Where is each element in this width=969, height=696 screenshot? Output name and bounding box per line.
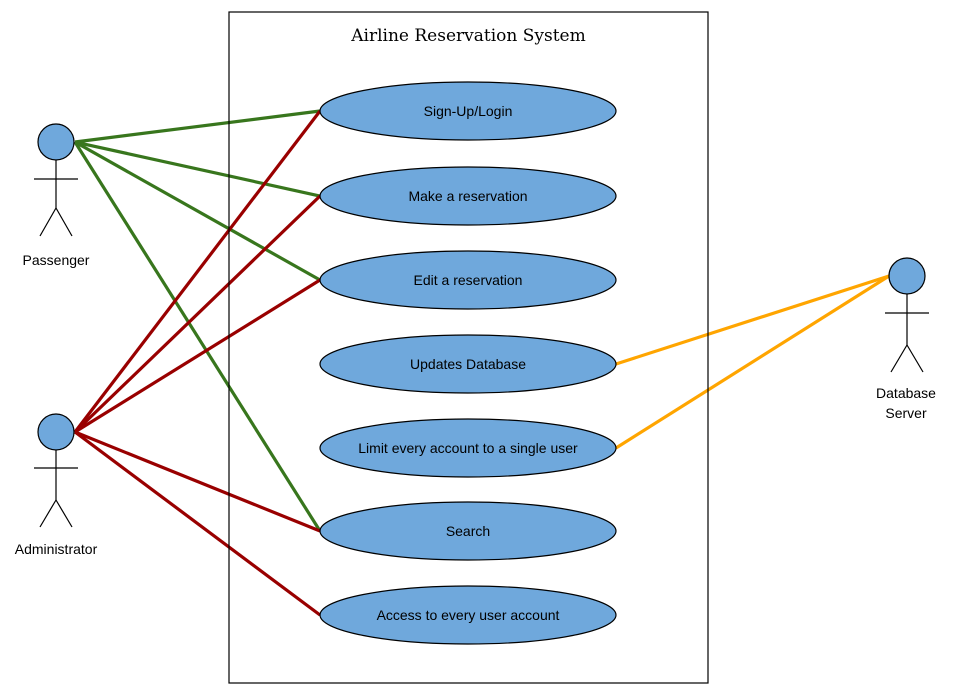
use-case-edit-reservation[interactable]: Edit a reservation xyxy=(319,250,617,310)
use-case-ellipse xyxy=(319,501,617,561)
actor-label-line2: Server xyxy=(885,405,927,421)
use-case-ellipse xyxy=(319,250,617,310)
use-case-limit-account[interactable]: Limit every account to a single user xyxy=(319,418,617,478)
actor-label: Administrator xyxy=(15,541,98,557)
use-case-label: Updates Database xyxy=(410,356,526,372)
system-boundary xyxy=(228,11,709,684)
use-case-ellipse xyxy=(319,81,617,141)
use-case-search[interactable]: Search xyxy=(319,501,617,561)
assoc-administrator-edit-reservation xyxy=(74,278,321,434)
use-case-ellipse xyxy=(319,585,617,645)
assoc-passenger-edit-reservation xyxy=(74,140,321,282)
stick-figure-icon xyxy=(885,257,929,373)
stick-figure-icon xyxy=(34,123,78,237)
use-case-updates-database[interactable]: Updates Database xyxy=(319,334,617,394)
assoc-administrator-signup xyxy=(73,110,322,433)
assoc-passenger-make-reservation xyxy=(74,140,321,198)
use-case-label: Edit a reservation xyxy=(414,272,523,288)
actor-administrator[interactable]: Administrator xyxy=(15,413,98,557)
stick-figure-icon xyxy=(34,413,78,528)
actor-label: Passenger xyxy=(23,252,90,268)
use-case-label: Sign-Up/Login xyxy=(424,103,513,119)
actor-label-line1: Database xyxy=(876,385,936,401)
use-case-access-accounts[interactable]: Access to every user account xyxy=(319,585,617,645)
use-case-signup-login[interactable]: Sign-Up/Login xyxy=(319,81,617,141)
use-case-ellipse xyxy=(319,418,617,478)
actor-passenger[interactable]: Passenger xyxy=(23,123,90,268)
assoc-administrator-search xyxy=(74,430,321,533)
use-case-make-reservation[interactable]: Make a reservation xyxy=(319,166,617,226)
use-case-label: Access to every user account xyxy=(377,607,560,623)
assoc-administrator-make-reservation xyxy=(73,194,322,434)
actor-database-server[interactable]: Database Server xyxy=(876,257,936,421)
assoc-database-limit-account xyxy=(615,274,890,450)
use-case-label: Search xyxy=(446,523,490,539)
assoc-administrator-access-accounts xyxy=(74,430,321,617)
use-case-ellipse xyxy=(319,166,617,226)
use-case-label: Limit every account to a single user xyxy=(358,440,578,456)
use-case-ellipse xyxy=(319,334,617,394)
assoc-passenger-signup xyxy=(74,109,321,144)
association-lines xyxy=(73,109,890,617)
use-case-label: Make a reservation xyxy=(408,188,527,204)
assoc-passenger-search xyxy=(73,141,322,532)
assoc-database-updates xyxy=(615,274,890,366)
system-title: Airline Reservation System xyxy=(350,26,585,46)
